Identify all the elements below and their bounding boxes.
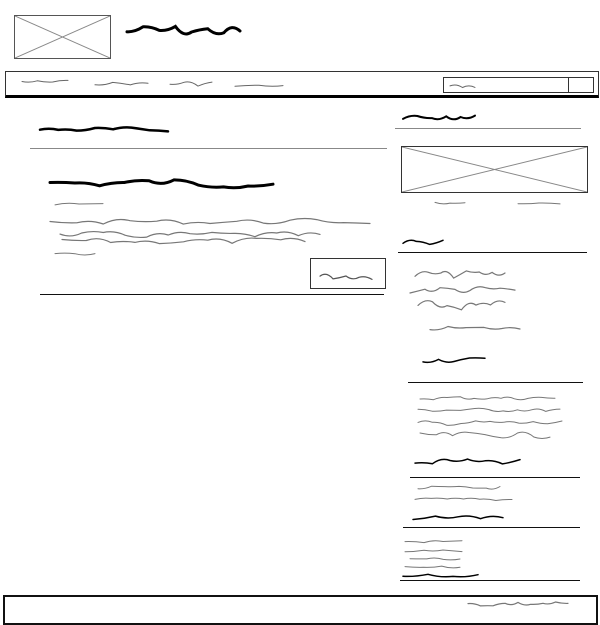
divider (30, 148, 387, 149)
search-input[interactable] (443, 77, 594, 93)
image-placeholder-icon (15, 16, 110, 58)
button-label (319, 273, 373, 280)
squiggle-stroke (434, 201, 466, 205)
sidebar-link[interactable] (409, 557, 461, 562)
sidebar-link[interactable] (404, 539, 463, 544)
squiggle-stroke (409, 286, 516, 294)
squiggle-stroke (234, 84, 284, 87)
squiggle-stroke (54, 202, 104, 206)
paragraph-line (54, 202, 104, 206)
squiggle-stroke (402, 239, 444, 246)
squiggle-stroke (38, 126, 170, 133)
image-caption (517, 202, 561, 205)
paragraph-line (49, 217, 371, 225)
sidebar-link[interactable] (419, 430, 551, 440)
squiggle-stroke (94, 81, 149, 86)
nav-bar (5, 71, 599, 98)
divider (408, 382, 583, 383)
squiggle-stroke (54, 252, 96, 256)
image-caption (434, 201, 466, 205)
squiggle-stroke (467, 601, 569, 607)
read-more-button[interactable] (310, 258, 386, 289)
squiggle-stroke (449, 84, 476, 89)
squiggle-stroke (414, 497, 513, 502)
squiggle-stroke (125, 24, 242, 36)
squiggle-stroke (414, 270, 506, 279)
section-heading (38, 126, 170, 133)
sidebar-link[interactable] (414, 497, 513, 502)
sidebar-section-heading (414, 458, 521, 465)
divider (398, 252, 587, 253)
squiggle-stroke (48, 178, 275, 190)
squiggle-stroke (402, 114, 476, 121)
image-placeholder-icon (402, 147, 587, 192)
squiggle-stroke (429, 325, 521, 331)
sidebar-image-placeholder (401, 146, 588, 193)
squiggle-stroke (404, 549, 463, 553)
squiggle-stroke (21, 79, 69, 83)
squiggle-stroke (59, 230, 321, 239)
divider (403, 527, 580, 528)
squiggle-stroke (422, 357, 486, 364)
search-placeholder (449, 84, 476, 89)
nav-item-3[interactable] (169, 79, 213, 88)
squiggle-stroke (61, 237, 306, 245)
squiggle-stroke (419, 396, 556, 401)
sidebar-section-heading (422, 357, 486, 364)
sidebar-link[interactable] (429, 325, 521, 332)
logo-placeholder (14, 15, 111, 59)
squiggle-stroke (419, 431, 551, 439)
squiggle-stroke (404, 540, 463, 544)
squiggle-stroke (409, 557, 461, 561)
site-title (125, 24, 242, 36)
squiggle-stroke (417, 407, 561, 412)
paragraph-line (61, 237, 306, 245)
sidebar-section-heading (412, 515, 504, 521)
sidebar-link[interactable] (419, 395, 556, 401)
squiggle-stroke (417, 420, 563, 426)
sidebar-link[interactable] (417, 419, 563, 427)
sidebar-link[interactable] (409, 284, 516, 296)
sidebar-link[interactable] (417, 485, 501, 491)
squiggle-stroke (49, 217, 371, 225)
sidebar-link[interactable] (417, 298, 506, 314)
sidebar-section-heading (402, 239, 444, 246)
nav-item-1[interactable] (21, 79, 69, 85)
sidebar-link[interactable] (404, 549, 463, 553)
article-title (48, 178, 275, 190)
nav-item-4[interactable] (234, 84, 284, 88)
squiggle-stroke (412, 515, 504, 521)
divider (410, 477, 580, 478)
squiggle-stroke (402, 573, 479, 578)
sidebar-link[interactable] (414, 268, 506, 281)
footer-text (467, 601, 569, 607)
sidebar-section-heading (402, 573, 479, 578)
divider (400, 580, 580, 581)
squiggle-stroke (319, 273, 373, 280)
squiggle-stroke (169, 81, 213, 87)
search-button[interactable] (568, 77, 569, 93)
nav-item-2[interactable] (94, 81, 149, 86)
sidebar-link[interactable] (404, 565, 461, 570)
divider (40, 294, 384, 295)
paragraph-line (54, 252, 96, 256)
squiggle-stroke (517, 202, 561, 205)
divider (395, 128, 581, 129)
squiggle-stroke (417, 300, 506, 311)
sidebar-link[interactable] (417, 407, 561, 413)
sidebar-heading (402, 114, 476, 121)
squiggle-stroke (417, 485, 501, 490)
squiggle-stroke (414, 458, 521, 465)
paragraph-line (59, 230, 321, 239)
squiggle-stroke (404, 565, 461, 569)
